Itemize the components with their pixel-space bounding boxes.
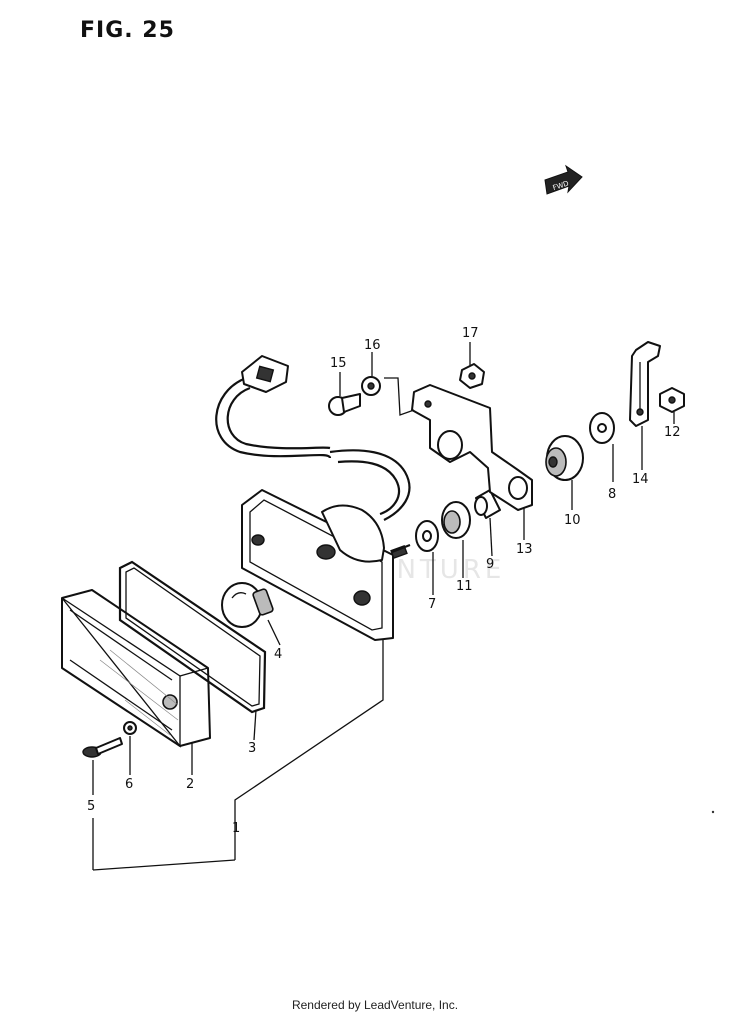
part-13-bracket (411, 384, 533, 511)
forward-arrow-icon: FWD (544, 164, 583, 195)
part-10-spacer (545, 435, 584, 481)
callout-1: 1 (232, 821, 240, 836)
part-2-lens (61, 589, 211, 748)
callout-16: 16 (364, 338, 381, 353)
part-11-grommet (441, 501, 471, 539)
footer-credit: Rendered by LeadVenture, Inc. (291, 998, 459, 1012)
part-6-washer (123, 721, 137, 735)
callout-13: 13 (516, 542, 533, 557)
callout-10: 10 (564, 513, 581, 528)
part-4-bulb (221, 582, 274, 628)
callout-5: 5 (87, 799, 95, 814)
callout-12: 12 (664, 425, 681, 440)
callout-4: 4 (274, 647, 282, 662)
callout-11: 11 (456, 579, 473, 594)
assembly-bracket (92, 640, 384, 871)
callout-9: 9 (486, 557, 494, 572)
part-3-gasket (118, 560, 267, 714)
callout-6: 6 (125, 777, 133, 792)
callout-labels: 1 2 3 4 5 6 7 8 9 10 11 12 13 14 15 16 1… (87, 326, 681, 836)
figure-title: FIG. 25 (80, 18, 175, 43)
part-12-nut (659, 387, 685, 413)
callout-8: 8 (608, 487, 616, 502)
part-16-washer (361, 376, 381, 396)
part-1-housing (241, 489, 411, 641)
part-8-washer (589, 412, 615, 444)
callout-17: 17 (462, 326, 479, 341)
leader-lines (92, 342, 675, 795)
wire-connector-icon (241, 355, 289, 393)
callout-7: 7 (428, 597, 436, 612)
callout-15: 15 (330, 356, 347, 371)
scan-speck (711, 810, 715, 814)
part-9-collar (474, 489, 501, 519)
wire-harness (215, 355, 411, 521)
part-5-screw (82, 737, 123, 758)
part-14-stay (629, 341, 661, 427)
part-7-washer (415, 520, 439, 552)
part-15-bolt (328, 393, 361, 416)
callout-14: 14 (632, 472, 649, 487)
callout-2: 2 (186, 777, 194, 792)
leader-line-16 (384, 377, 415, 416)
callout-3: 3 (248, 741, 256, 756)
part-17-nut (459, 363, 485, 389)
